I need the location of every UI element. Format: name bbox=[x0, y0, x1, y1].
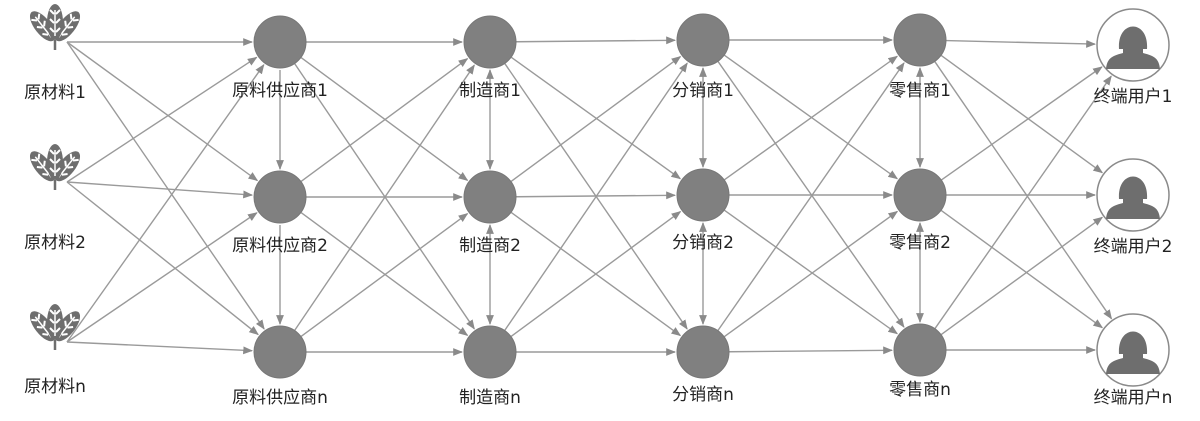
supplier-node bbox=[253, 15, 307, 69]
retailer-node bbox=[893, 13, 947, 67]
edge-distributor-to-retailer bbox=[717, 62, 905, 332]
user-icon bbox=[1096, 158, 1170, 232]
edge-manufacturer-to-distributor bbox=[515, 191, 676, 200]
edge-raw-material-to-supplier bbox=[66, 212, 258, 343]
edge-distributor-to-retailer bbox=[723, 210, 899, 338]
edge-raw-material-to-supplier bbox=[66, 341, 254, 355]
edge-manufacturer-to-distributor bbox=[515, 36, 676, 45]
manufacturer-node bbox=[463, 170, 517, 224]
distributor-node bbox=[676, 325, 730, 379]
distributor-node bbox=[676, 168, 730, 222]
edge-retailer-to-end-user bbox=[945, 39, 1096, 48]
edge-retailer-to-end-user bbox=[934, 75, 1112, 330]
manufacturer-label: 制造商2 bbox=[459, 236, 521, 256]
edge-manufacturer-to-distributor bbox=[510, 56, 682, 183]
end-user-label: 终端用户2 bbox=[1093, 237, 1173, 257]
end-user-label: 终端用户1 bbox=[1093, 87, 1173, 107]
retailer-node bbox=[893, 323, 947, 377]
edge-distributor-to-retailer bbox=[723, 54, 899, 180]
edge-distributor-to-retailer bbox=[723, 55, 899, 181]
edge-retailer-to-end-user bbox=[940, 66, 1103, 181]
manufacturer-label: 制造商1 bbox=[459, 81, 521, 101]
retailer-label: 零售商2 bbox=[889, 233, 951, 253]
supplier-node bbox=[253, 325, 307, 379]
edge-manufacturer-to-distributor bbox=[510, 211, 682, 338]
edge-supplier-to-manufacturer bbox=[300, 211, 469, 336]
raw-material-label: 原材料1 bbox=[24, 83, 86, 103]
distributor-label: 分销商1 bbox=[672, 81, 734, 101]
retailer-node bbox=[893, 168, 947, 222]
manufacturer-label: 制造商n bbox=[459, 388, 521, 408]
supplier-label: 原料供应商2 bbox=[232, 236, 328, 256]
leaf-icon bbox=[29, 4, 81, 50]
supplier-label: 原料供应商1 bbox=[232, 81, 328, 101]
edge-supplier-to-manufacturer bbox=[300, 56, 469, 181]
edge-manufacturer-to-distributor bbox=[504, 62, 688, 331]
edge-supplier-to-manufacturer bbox=[300, 213, 469, 338]
distributor-label: 分销商2 bbox=[672, 233, 734, 253]
edge-distributor-to-retailer bbox=[723, 209, 899, 335]
edge-distributor-to-retailer bbox=[717, 60, 905, 328]
edge-manufacturer-to-distributor bbox=[510, 56, 682, 180]
edge-supplier-to-manufacturer bbox=[294, 64, 475, 331]
raw-material-label: 原材料2 bbox=[24, 233, 86, 253]
edge-raw-material-to-supplier bbox=[66, 56, 258, 183]
supplier-label: 原料供应商n bbox=[232, 388, 328, 408]
user-icon bbox=[1096, 8, 1170, 82]
edge-raw-material-to-supplier bbox=[66, 41, 265, 330]
edge-raw-material-to-supplier bbox=[66, 64, 265, 343]
edge-retailer-to-end-user bbox=[940, 216, 1104, 336]
raw-material-label: 原材料n bbox=[24, 377, 86, 397]
end-user-label: 终端用户n bbox=[1093, 388, 1173, 408]
edge-supplier-to-manufacturer bbox=[294, 63, 475, 330]
edge-raw-material-to-supplier bbox=[66, 181, 259, 336]
edge-retailer-to-end-user bbox=[940, 54, 1104, 174]
manufacturer-node bbox=[463, 15, 517, 69]
edge-supplier-to-manufacturer bbox=[300, 58, 469, 183]
distributor-node bbox=[676, 13, 730, 67]
user-icon bbox=[1096, 313, 1170, 387]
retailer-label: 零售商1 bbox=[889, 81, 951, 101]
edge-raw-material-to-supplier bbox=[66, 181, 254, 199]
edge-retailer-to-end-user bbox=[940, 209, 1104, 329]
supplier-node bbox=[253, 170, 307, 224]
retailer-label: 零售商n bbox=[889, 380, 951, 400]
leaf-icon bbox=[29, 144, 81, 190]
distributor-label: 分销商n bbox=[672, 385, 734, 405]
edge-retailer-to-end-user bbox=[934, 61, 1113, 320]
leaf-icon bbox=[29, 304, 81, 350]
edge-raw-material-to-supplier bbox=[66, 41, 259, 182]
manufacturer-node bbox=[463, 325, 517, 379]
edge-distributor-to-retailer bbox=[728, 346, 893, 355]
